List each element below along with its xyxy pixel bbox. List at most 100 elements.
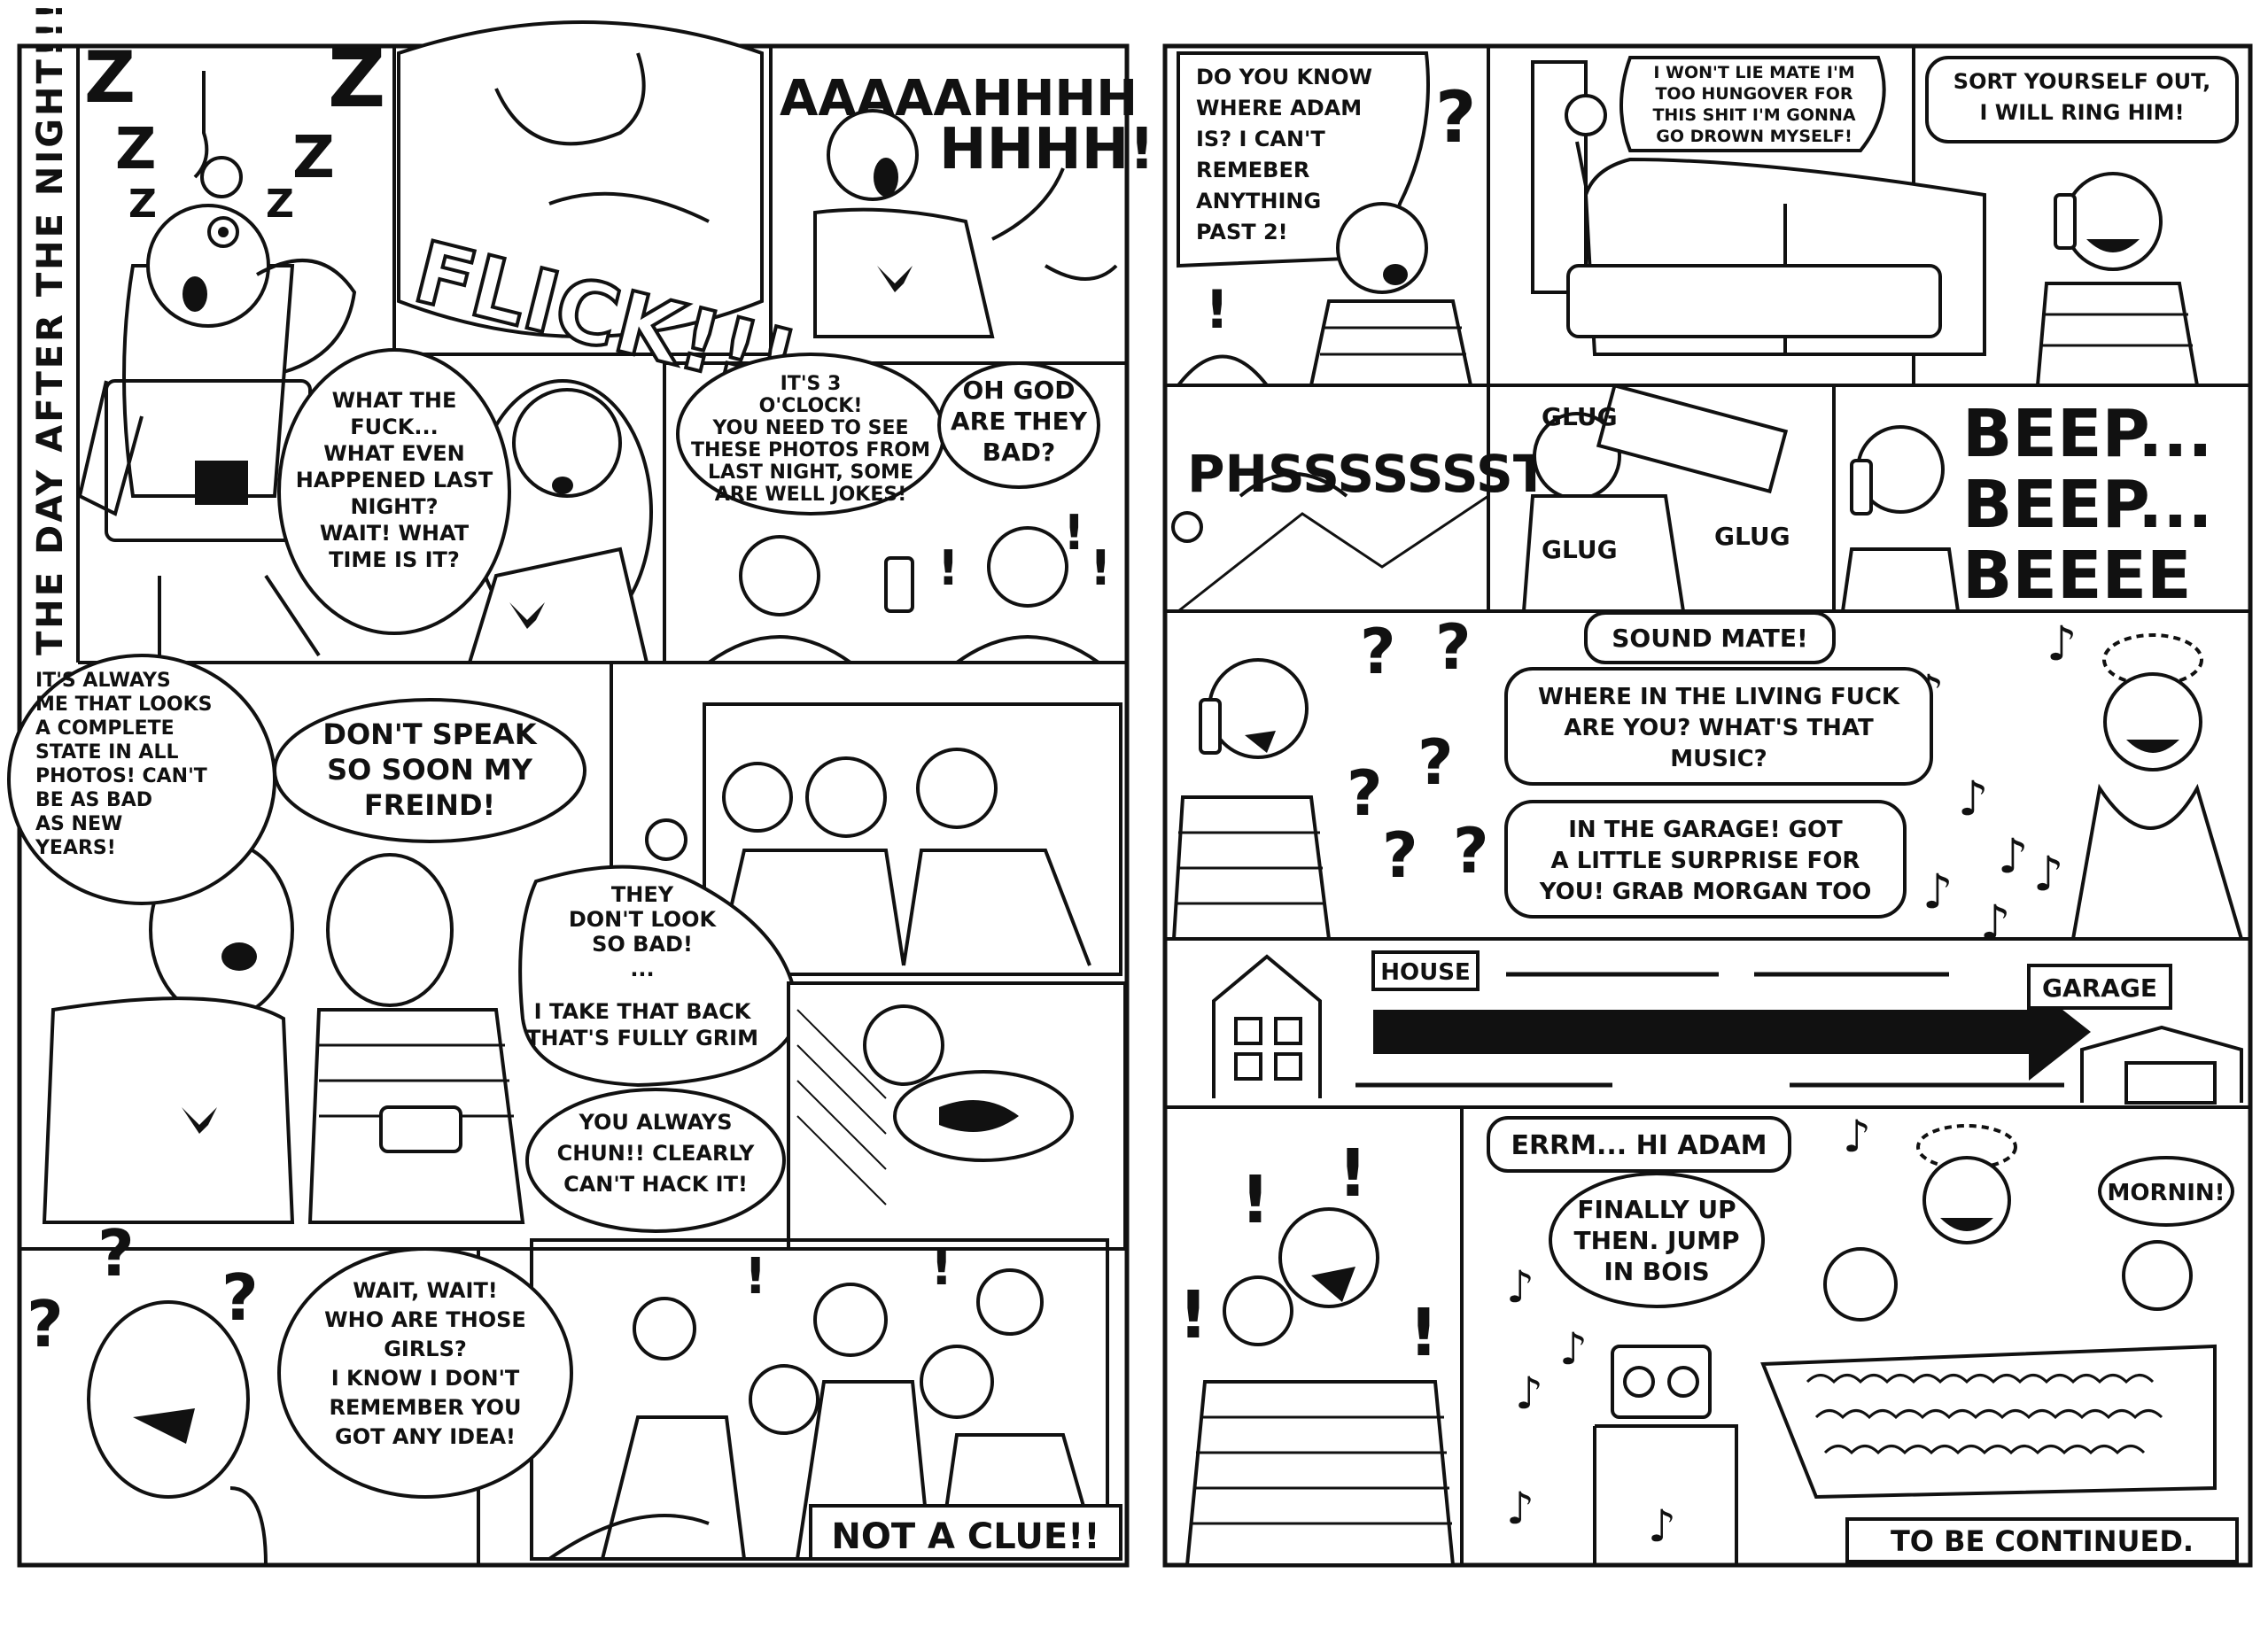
sfx-note: ♪: [1922, 864, 1953, 919]
bubble-text: DO YOU KNOW: [1196, 65, 1372, 89]
bubble-text: IT'S 3: [781, 373, 842, 395]
bubble-where-fuck: WHERE IN THE LIVING FUCK ARE YOU? WHAT'S…: [1504, 667, 1933, 786]
bubble-text: GIRLS?: [384, 1337, 467, 1361]
bubble-dont-speak: DON'T SPEAK SO SOON MY FREIND!: [273, 698, 586, 843]
bubble-text: ...: [630, 957, 654, 981]
left-page: THE DAY AFTER THE NIGHT!!! Z Z Z: [7, 0, 1154, 1568]
sfx-zzz: Z: [128, 182, 157, 227]
bubble-text: HAPPENED LAST: [296, 468, 493, 492]
bubble-text: YOU NEED TO SEE: [711, 417, 908, 439]
sfx-scream-bottom: HHHH!: [939, 117, 1154, 182]
bubble-text: ARE THEY: [951, 407, 1088, 436]
sfx-note: ♪: [1515, 1368, 1543, 1419]
bubble-text: YOU! GRAB MORGAN TOO: [1539, 879, 1872, 905]
sfx-note: ♪: [2047, 616, 2077, 671]
panel-phone-review: [42, 840, 525, 1224]
bubble-text: GO DROWN MYSELF!: [1656, 127, 1852, 146]
map-label-garage: GARAGE: [2042, 973, 2157, 1003]
bubble-text: WAIT! WHAT: [320, 521, 470, 546]
bubble-text: A LITTLE SURPRISE FOR: [1551, 848, 1860, 874]
bubble-text: IT'S ALWAYS: [35, 670, 171, 692]
sfx-question: ?: [1453, 815, 1489, 888]
sfx-note: ♪: [1958, 771, 1988, 826]
bubble-text: SORT YOURSELF OUT,: [1953, 69, 2210, 94]
bubble-finally: FINALLY UP THEN. JUMP IN BOIS: [1549, 1172, 1765, 1308]
bubble-text: O'CLOCK!: [759, 395, 863, 417]
caption-text: TO BE CONTINUED.: [1891, 1524, 2194, 1558]
sfx-bang: !: [1205, 279, 1229, 341]
sfx-zzz-group: Z Z Z Z Z Z: [84, 33, 385, 227]
sfx-note: ♪: [1506, 1261, 1534, 1313]
sfx-bang: !: [1090, 540, 1112, 596]
sfx-phsst: PHSSSSSSST!!: [1187, 444, 1595, 504]
bubble-chun: YOU ALWAYS CHUN!! CLEARLY CAN'T HACK IT!: [525, 1088, 786, 1233]
bubble-always-me: IT'S ALWAYS ME THAT LOOKS A COMPLETE STA…: [7, 654, 276, 905]
sfx-question: ?: [221, 1260, 259, 1335]
bubble-text: THAT'S FULLY GRIM: [526, 1026, 758, 1050]
bubble-text: A COMPLETE: [35, 717, 175, 740]
bubble-three-oclock: IT'S 3 O'CLOCK! YOU NEED TO SEE THESE PH…: [676, 353, 945, 516]
panel-photo-girls: [548, 1268, 1100, 1561]
panel-hi-adam: [1184, 1207, 1456, 1567]
sfx-bang: !: [930, 1239, 953, 1297]
bubble-text: WHERE IN THE LIVING FUCK: [1538, 684, 1900, 710]
sfx-scream-top: AAAAAHHHH: [780, 70, 1138, 128]
bubble-text: WHO ARE THOSE: [324, 1307, 526, 1332]
bubble-text: STATE IN ALL: [35, 741, 178, 764]
caption-not-a-clue: NOT A CLUE!!: [809, 1504, 1122, 1561]
bubble-text: DON'T SPEAK: [322, 717, 537, 751]
page-title: THE DAY AFTER THE NIGHT!!!: [30, 0, 71, 655]
bubble-text: BE AS BAD: [35, 789, 152, 811]
caption-text: NOT A CLUE!!: [831, 1516, 1099, 1557]
bubble-text: WHAT EVEN: [323, 441, 464, 466]
bubble-text: ANYTHING: [1196, 189, 1321, 213]
bubble-text: SOUND MATE!: [1612, 624, 1807, 653]
bubble-text: PAST 2!: [1196, 220, 1288, 244]
panel-glug: [1521, 383, 1789, 613]
bubble-girls: WAIT, WAIT! WHO ARE THOSE GIRLS? I KNOW …: [277, 1247, 573, 1499]
panel-ring-him: [2035, 172, 2200, 387]
bubble-wtf: WHAT THE FUCK... WHAT EVEN HAPPENED LAST…: [277, 348, 511, 635]
sfx-question: ?: [1418, 726, 1454, 799]
sfx-zzz: Z: [292, 123, 335, 191]
caption-to-be-continued: TO BE CONTINUED.: [1845, 1517, 2239, 1563]
bubble-mornin: MORNIN!: [2098, 1156, 2234, 1227]
boombox-icon: [1611, 1345, 1712, 1419]
bubble-garage-reply: IN THE GARAGE! GOT A LITTLE SURPRISE FOR…: [1504, 800, 1907, 919]
bubble-errm: ERRM... HI ADAM: [1487, 1116, 1791, 1173]
sfx-zzz: Z: [266, 182, 294, 227]
bubble-text: OH GOD: [962, 376, 1075, 405]
bubble-text: REMEBER: [1196, 158, 1309, 182]
bubble-text: ERRM... HI ADAM: [1511, 1130, 1767, 1161]
sfx-question: ?: [1360, 616, 1396, 688]
bubble-text: ARE WELL JOKES!: [715, 484, 907, 506]
bubble-text: MORNIN!: [2107, 1180, 2225, 1206]
bubble-text: IS? I CAN'T: [1196, 127, 1325, 151]
panel-scream: AAAAAHHHH HHHH!: [780, 70, 1154, 338]
sfx-zzz: Z: [328, 33, 385, 126]
bubble-text: YEARS!: [35, 837, 116, 859]
bubble-text: CHUN!! CLEARLY: [557, 1141, 755, 1166]
bubble-where-adam: DO YOU KNOW WHERE ADAM IS? I CAN'T REMEB…: [1177, 51, 1430, 268]
sfx-question: ?: [1435, 76, 1476, 159]
bubble-text: ME THAT LOOKS: [35, 694, 213, 716]
sfx-note: ♪: [2033, 846, 2063, 902]
sfx-note: ♪: [1648, 1500, 1676, 1552]
bubble-sort-out: SORT YOURSELF OUT, I WILL RING HIM!: [1925, 56, 2239, 143]
title-strip: THE DAY AFTER THE NIGHT!!!: [30, 0, 80, 663]
bubble-text: I TAKE THAT BACK: [534, 999, 752, 1024]
bubble-text: I KNOW I DON'T: [331, 1366, 520, 1391]
sfx-question: ?: [1382, 819, 1418, 892]
right-page: DO YOU KNOW WHERE ADAM IS? I CAN'T REMEB…: [1162, 43, 2253, 1568]
sfx-zzz: Z: [115, 117, 156, 182]
bubble-text: IN BOIS: [1604, 1257, 1709, 1286]
bubble-text: I WILL RING HIM!: [1979, 100, 2184, 125]
sfx-question: ?: [1347, 757, 1383, 830]
bubble-text: FREIND!: [364, 788, 495, 822]
bubble-text: THESE PHOTOS FROM: [691, 439, 930, 461]
bubble-text: FUCK...: [350, 415, 438, 439]
bubble-text: TIME IS IT?: [329, 547, 460, 572]
sfx-bang: !: [1409, 1295, 1439, 1371]
panel-sleeping: [77, 71, 357, 657]
bubble-hungover: I WON'T LIE MATE I'M TOO HUNGOVER FOR TH…: [1619, 56, 1886, 152]
